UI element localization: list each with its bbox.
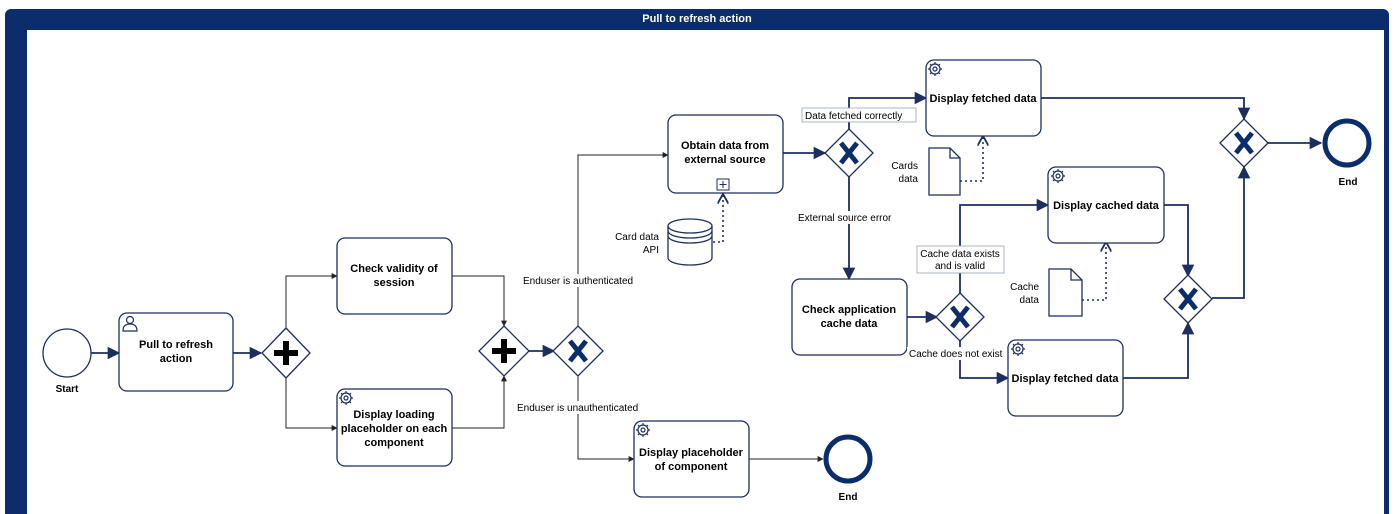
flow-labels: Enduser is authenticated Enduser is unau…: [515, 107, 1006, 414]
parallel-gateway-join: [478, 325, 530, 377]
task-display-cached: Display cached data: [1047, 166, 1165, 244]
exclusive-gateway-merge-display: [1163, 274, 1213, 324]
sequence-flows: [91, 91, 1323, 462]
pool-header: [5, 9, 1389, 30]
exclusive-gateway-cache: [935, 292, 985, 342]
exclusive-gateway-fetch: [824, 128, 874, 178]
pool-title: Pull to refresh action: [642, 13, 752, 25]
label-external-error: External source error: [798, 213, 892, 224]
pool-right-border: [1384, 30, 1389, 514]
pool-left-border: [5, 30, 27, 514]
label-unauthenticated: Enduser is unauthenticated: [517, 403, 638, 414]
end-event-main: End: [1322, 118, 1372, 188]
start-event-label: Start: [56, 384, 79, 395]
plus-box-icon: [716, 178, 730, 191]
x-icon: [568, 339, 588, 363]
data-associations: [713, 137, 1106, 301]
label-authenticated: Enduser is authenticated: [523, 276, 633, 287]
task-display-fetched-bottom: Display fetched data: [1007, 339, 1124, 417]
end-event-unauthenticated: End: [823, 434, 873, 503]
x-icon: [950, 305, 970, 329]
task-display-fetched-top: Display fetched data: [925, 59, 1042, 137]
x-icon: [1178, 287, 1198, 311]
x-icon: [1234, 131, 1254, 155]
end-event-main-label: End: [1339, 177, 1358, 188]
plus-icon: [492, 339, 516, 363]
user-icon: [122, 315, 138, 332]
svg-text:Display fetched data: Display fetched data: [1012, 373, 1120, 385]
label-cache-missing: Cache does not exist: [909, 349, 1003, 360]
parallel-gateway-split: [261, 327, 311, 379]
svg-text:Display cached data: Display cached data: [1053, 200, 1160, 212]
start-event: Start: [42, 328, 92, 395]
end-event-unauthenticated-label: End: [839, 492, 858, 503]
svg-text:Display fetched data: Display fetched data: [930, 93, 1038, 105]
exclusive-gateway-merge-end: [1219, 118, 1269, 168]
x-icon: [839, 141, 859, 165]
plus-icon: [274, 341, 298, 365]
label-fetched-correctly: Data fetched correctly: [805, 111, 902, 122]
exclusive-gateway-auth: [552, 325, 604, 377]
